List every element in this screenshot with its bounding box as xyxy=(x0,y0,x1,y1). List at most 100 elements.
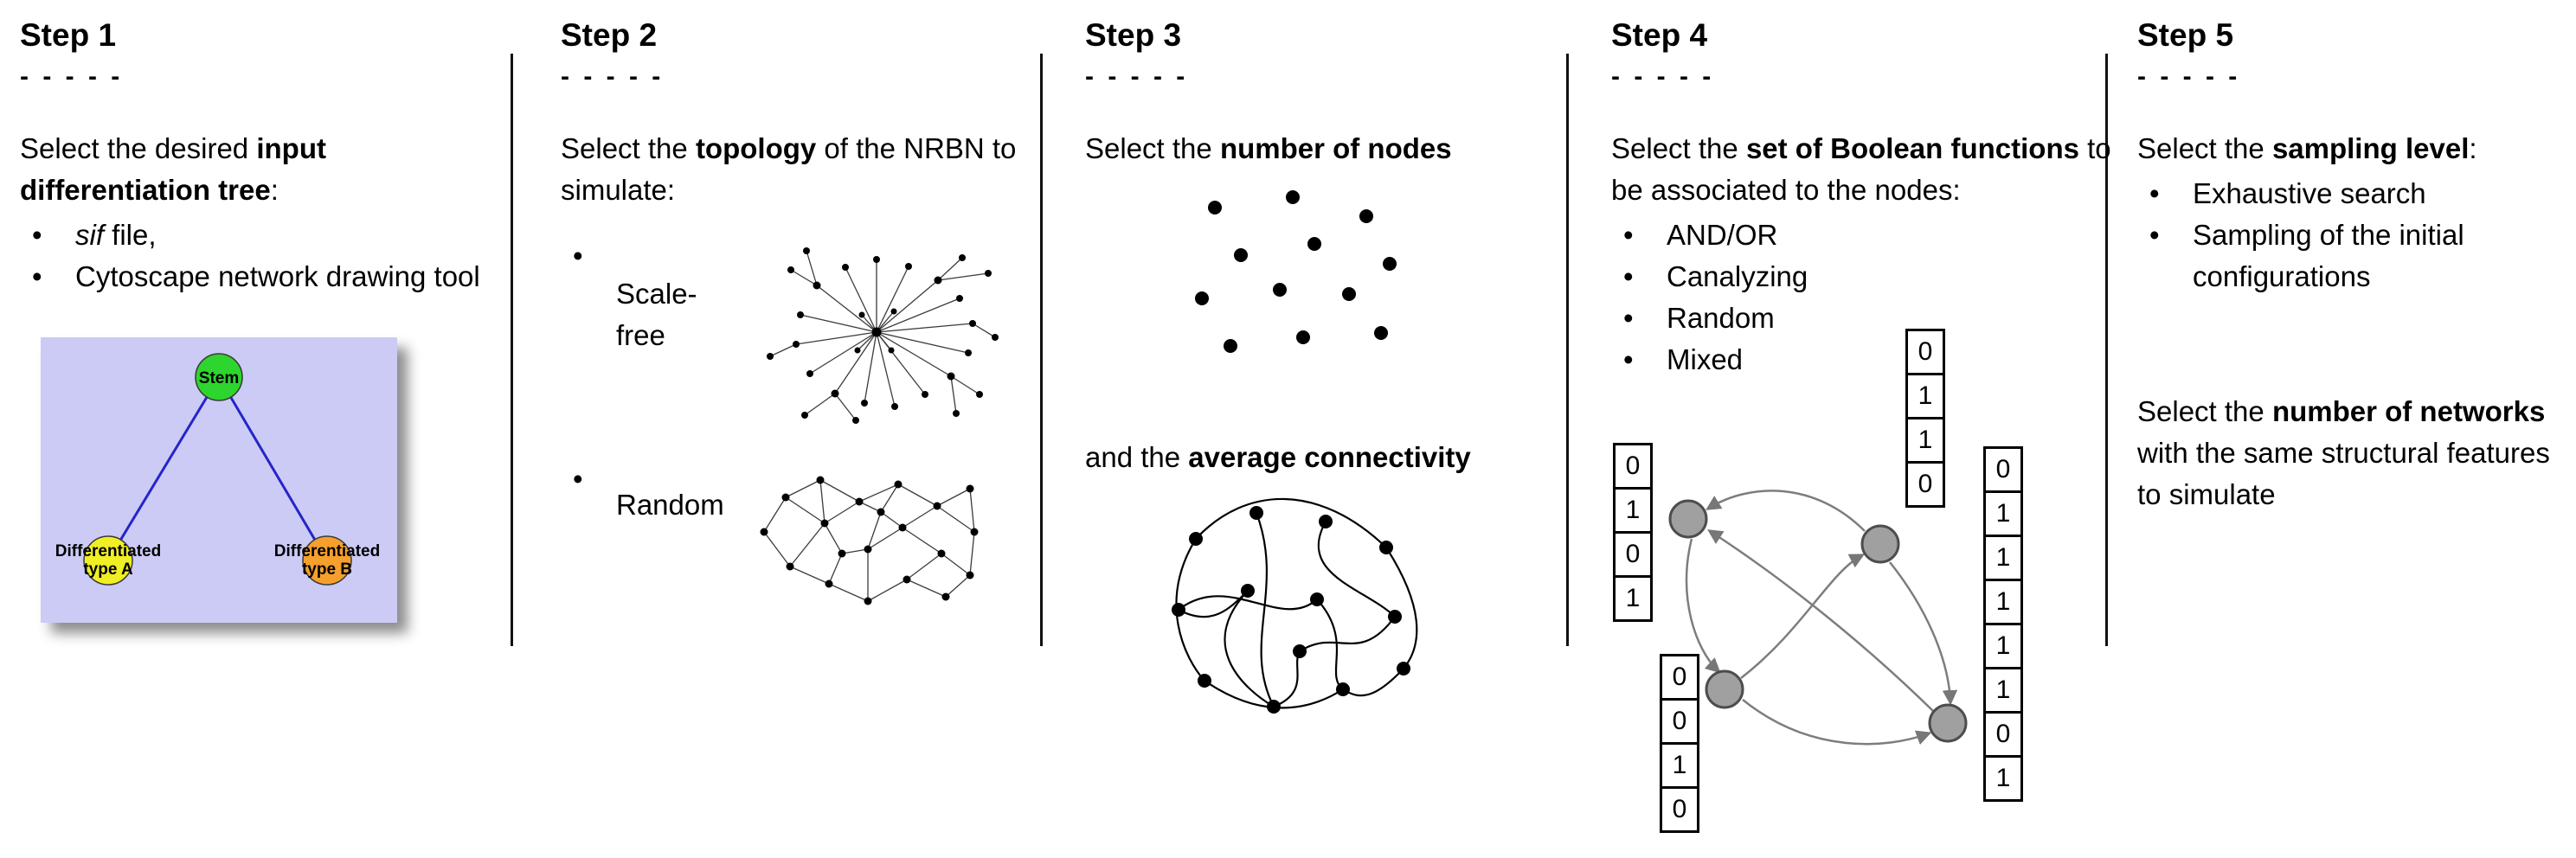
step-5-panel: Step 5 - - - - - Select the sampling lev… xyxy=(2137,17,2570,515)
intro-text: to be associated to the nodes: xyxy=(1611,132,2111,206)
divider-2 xyxy=(1040,54,1043,646)
tree-edges xyxy=(106,376,329,561)
step-1-intro: Select the desired input differentiation… xyxy=(20,128,504,211)
boolean-cell: 1 xyxy=(1983,579,2023,625)
gene-node-c xyxy=(1705,669,1744,709)
random-network-image xyxy=(760,476,979,605)
intro-bold-text: number of nodes xyxy=(1219,132,1452,164)
boolean-cell: 1 xyxy=(1983,623,2023,669)
gene-node-a xyxy=(1668,499,1708,539)
divider-3 xyxy=(1566,54,1569,646)
differentiation-tree-image: Stem Differentiated type A Differentiate… xyxy=(41,337,397,623)
intro-bold-text: topology xyxy=(695,132,817,164)
boolean-cell: 0 xyxy=(1660,654,1699,701)
boolean-cell: 1 xyxy=(1613,487,1653,534)
boolean-cell: 1 xyxy=(1905,373,1945,419)
boolean-cell: 1 xyxy=(1613,575,1653,622)
step-1-panel: Step 1 - - - - - Select the desired inpu… xyxy=(20,17,504,623)
boolean-cell: 0 xyxy=(1905,329,1945,375)
bullet-canalyzing: Canalyzing xyxy=(1611,256,2117,298)
boolean-cell: 1 xyxy=(1660,742,1699,789)
scale-free-row: Scale-free xyxy=(561,235,1028,432)
step-2-title: Step 2 xyxy=(561,17,658,53)
intro-text: of the NRBN to simulate: xyxy=(561,132,1017,206)
boolean-cell: 0 xyxy=(1660,786,1699,833)
step-2-dashes: - - - - - xyxy=(561,62,665,91)
boolean-cell: 0 xyxy=(1905,461,1945,508)
stem-node xyxy=(195,353,243,401)
step-1-dashes: - - - - - xyxy=(20,62,124,91)
bullet-random: Random xyxy=(561,458,742,526)
step-4-title: Step 4 xyxy=(1611,17,1708,53)
boolean-cell: 0 xyxy=(1660,698,1699,745)
intro-bold-text: number of networks xyxy=(2271,395,2546,427)
scale-free-network-image xyxy=(767,247,999,424)
boolean-cell: 0 xyxy=(1983,711,2023,758)
dots xyxy=(1195,190,1397,353)
step-2-intro: Select the topology of the NRBN to simul… xyxy=(561,128,1028,211)
boolean-network-diagram: 0 1 1 0 0 1 0 1 0 1 1 1 1 1 0 1 0 0 1 0 xyxy=(1611,311,2117,858)
boolean-cell: 1 xyxy=(1905,417,1945,464)
boolean-cell: 0 xyxy=(1983,446,2023,493)
bullet-exhaustive-search: Exhaustive search xyxy=(2137,173,2570,214)
step-3-intro2: and the average connectivity xyxy=(1085,437,1557,478)
intro-text: Select the xyxy=(1611,132,1746,164)
scale-free-edges xyxy=(769,250,996,421)
step-5-title: Step 5 xyxy=(2137,17,2234,53)
boolean-table-right: 0 1 1 1 1 1 0 1 xyxy=(1983,446,2023,802)
step-3-intro: Select the number of nodes xyxy=(1085,128,1557,170)
step-1-title: Step 1 xyxy=(20,17,117,53)
boolean-cell: 0 xyxy=(1613,531,1653,578)
boolean-table-bottom: 0 0 1 0 xyxy=(1660,654,1699,833)
random-row: Random xyxy=(561,458,1028,612)
network-nodes xyxy=(1668,499,1968,743)
type-b-label-line2: type B xyxy=(302,560,352,579)
bullet-italic-text: sif xyxy=(75,219,104,251)
boolean-table-top: 0 1 1 0 xyxy=(1905,329,1945,508)
boolean-cell: 1 xyxy=(1983,490,2023,537)
boolean-table-left: 0 1 0 1 xyxy=(1613,443,1653,622)
intro-text: : xyxy=(2469,132,2477,164)
type-a-label-line2: type A xyxy=(83,560,133,579)
tangle-nodes xyxy=(1172,506,1410,714)
step-1-bullets: sif file, Cytoscape network drawing tool xyxy=(20,214,504,298)
step-4-intro: Select the set of Boolean functions to b… xyxy=(1611,128,2117,211)
intro-bold-text: average connectivity xyxy=(1188,441,1471,473)
bullet-scale-free: Scale-free xyxy=(561,235,742,356)
intro-text: Select the desired xyxy=(20,132,257,164)
bullet-sampling-initial: Sampling of the initial configurations xyxy=(2137,214,2570,298)
intro-bold-text: sampling level xyxy=(2271,132,2470,164)
intro-text: Select the xyxy=(1085,132,1220,164)
stem-label: Stem xyxy=(199,369,239,387)
differentiation-tree-svg: Stem Differentiated type A Differentiate… xyxy=(55,353,380,586)
nodes-dots-image xyxy=(1195,190,1397,353)
type-b-label-line1: Differentiated xyxy=(274,542,380,560)
intro-text: : xyxy=(270,174,279,206)
network-arrows xyxy=(1685,490,1958,746)
type-a-label-line1: Differentiated xyxy=(55,542,161,560)
step-4-dashes: - - - - - xyxy=(1611,62,1715,91)
step-5-bullets: Exhaustive search Sampling of the initia… xyxy=(2137,173,2570,298)
intro-text: with the same structural features to sim… xyxy=(2137,437,2550,510)
step-5-second-paragraph: Select the number of networks with the s… xyxy=(2137,391,2570,515)
boolean-network-svg xyxy=(1668,490,1968,746)
type-b-node xyxy=(302,535,352,586)
gene-node-b xyxy=(1860,524,1900,564)
tangle-edges xyxy=(1175,497,1418,709)
divider-1 xyxy=(511,54,513,646)
bullet-cytoscape: Cytoscape network drawing tool xyxy=(20,256,504,298)
bullet-random-fn: Random xyxy=(1611,298,2117,339)
step-4-bullets: AND/OR Canalyzing Random Mixed xyxy=(1611,214,2117,381)
boolean-cell: 1 xyxy=(1983,755,2023,802)
intro-bold-text: set of Boolean functions xyxy=(1745,132,2079,164)
bullet-mixed: Mixed xyxy=(1611,339,2117,381)
random-nodes xyxy=(760,476,979,605)
boolean-cell: 1 xyxy=(1983,667,2023,714)
intro-text: Select the xyxy=(561,132,696,164)
connectivity-graph-image xyxy=(1172,497,1418,714)
bullet-text: file, xyxy=(104,219,157,251)
step-2-panel: Step 2 - - - - - Select the topology of … xyxy=(561,17,1028,612)
scale-free-nodes xyxy=(767,247,999,424)
step-5-dashes: - - - - - xyxy=(2137,62,2241,91)
step-3-title: Step 3 xyxy=(1085,17,1182,53)
